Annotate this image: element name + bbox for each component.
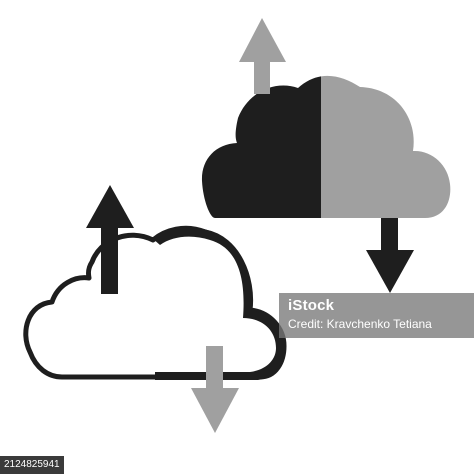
bottom-cloud-outline <box>23 225 287 380</box>
top-cloud-dark-half <box>201 76 321 218</box>
stock-watermark: iStock Credit: Kravchenko Tetiana <box>279 293 474 338</box>
download-arrow-icon <box>191 346 239 433</box>
image-id-label: 2124825941 <box>0 456 64 474</box>
upload-arrow-icon <box>239 18 286 94</box>
bottom-cloud-icon <box>23 225 287 380</box>
top-cloud-gray-half <box>321 75 451 218</box>
top-cloud-icon <box>201 75 451 218</box>
watermark-logo: iStock <box>288 297 335 314</box>
bottom-cloud-thick-swoosh <box>152 227 285 380</box>
download-arrow-icon <box>366 218 414 293</box>
watermark-credit: Credit: Kravchenko Tetiana <box>288 317 432 331</box>
upload-arrow-icon <box>86 185 134 294</box>
